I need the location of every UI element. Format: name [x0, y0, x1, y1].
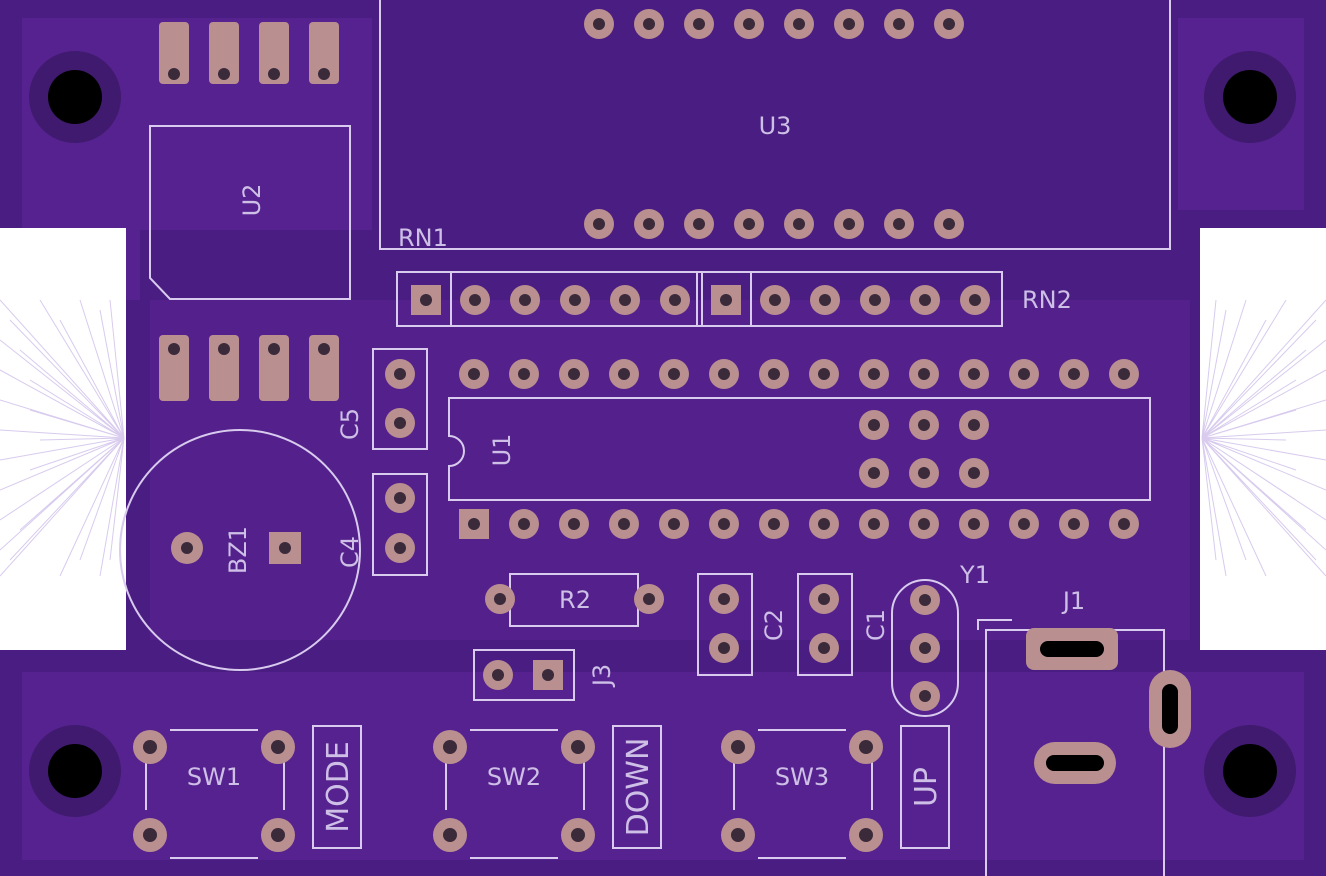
c2-pins [709, 584, 739, 663]
down-button-label: DOWN [621, 738, 656, 837]
c2-outline [697, 573, 753, 676]
rn2-outline [696, 271, 1003, 327]
j3-pins [483, 660, 563, 690]
j3-label: J3 [588, 664, 616, 688]
edge-slot-left-bottom [0, 576, 126, 650]
c5-pins [385, 359, 415, 438]
c5-label: C5 [336, 408, 364, 440]
rn2-label: RN2 [1022, 286, 1072, 314]
u3-pins-bottom [584, 209, 964, 239]
c1-outline [797, 573, 853, 676]
c2-label: C2 [760, 609, 788, 641]
u2-tabs-bottom [159, 335, 339, 401]
bz1-outline [119, 429, 361, 671]
mode-button-label: MODE [321, 741, 356, 833]
y1-pins [910, 585, 940, 711]
u2-tabs-top [159, 22, 339, 84]
y1-label: Y1 [959, 561, 990, 589]
c4-pins [385, 483, 415, 563]
sw1-outline [145, 729, 285, 859]
u1-pins-top [459, 359, 1139, 389]
sw2-pins [433, 730, 595, 852]
copper-pour-main [150, 300, 1190, 640]
up-button-label: UP [909, 767, 944, 807]
sw3-outline [733, 729, 873, 859]
u1-outline [448, 397, 1151, 501]
j1-pads [1026, 628, 1191, 784]
mounting-hole-top-left [29, 51, 121, 143]
u1-pins-bottom [459, 509, 1139, 539]
edge-slot-left [0, 228, 126, 300]
r2-label: R2 [559, 586, 591, 614]
u1-label: U1 [488, 434, 516, 467]
bz1-pins [171, 532, 301, 564]
starburst-right [1201, 299, 1326, 577]
c1-pins [809, 584, 839, 663]
mounting-hole-top-right [1204, 51, 1296, 143]
rn1-label: RN1 [398, 224, 448, 252]
u3-outline [379, 0, 1171, 250]
u2-outline [149, 125, 351, 300]
copper-pour [22, 18, 1304, 860]
c1-label: C1 [862, 609, 890, 641]
edge-slot-right-bottom [1200, 576, 1326, 650]
starburst-left [0, 299, 125, 577]
down-button-box[interactable] [612, 725, 662, 849]
sw1-pins [133, 730, 295, 852]
up-button-box[interactable] [900, 725, 950, 849]
edge-slot-right [1200, 228, 1326, 300]
mounting-hole-bottom-left [29, 725, 121, 817]
rn2-pins [711, 285, 990, 315]
mode-button-box[interactable] [312, 725, 362, 849]
u3-pins-top [584, 9, 964, 39]
sw3-pins [721, 730, 883, 852]
u2-label: U2 [238, 184, 266, 217]
sw1-label: SW1 [187, 763, 241, 791]
c5-outline [372, 348, 428, 450]
rn1-outline [396, 271, 703, 327]
bz1-label: BZ1 [224, 526, 252, 574]
sw2-label: SW2 [487, 763, 541, 791]
j1-label: J1 [1061, 587, 1085, 615]
u3-label: U3 [759, 112, 792, 140]
isp-header-pins [859, 410, 989, 488]
r2-pins [485, 584, 664, 614]
sw3-label: SW3 [775, 763, 829, 791]
j3-outline [473, 649, 575, 701]
mounting-hole-bottom-right [1204, 725, 1296, 817]
rn1-pins [411, 285, 690, 315]
sw2-outline [445, 729, 585, 859]
y1-outline [891, 579, 959, 717]
c4-outline [372, 473, 428, 576]
